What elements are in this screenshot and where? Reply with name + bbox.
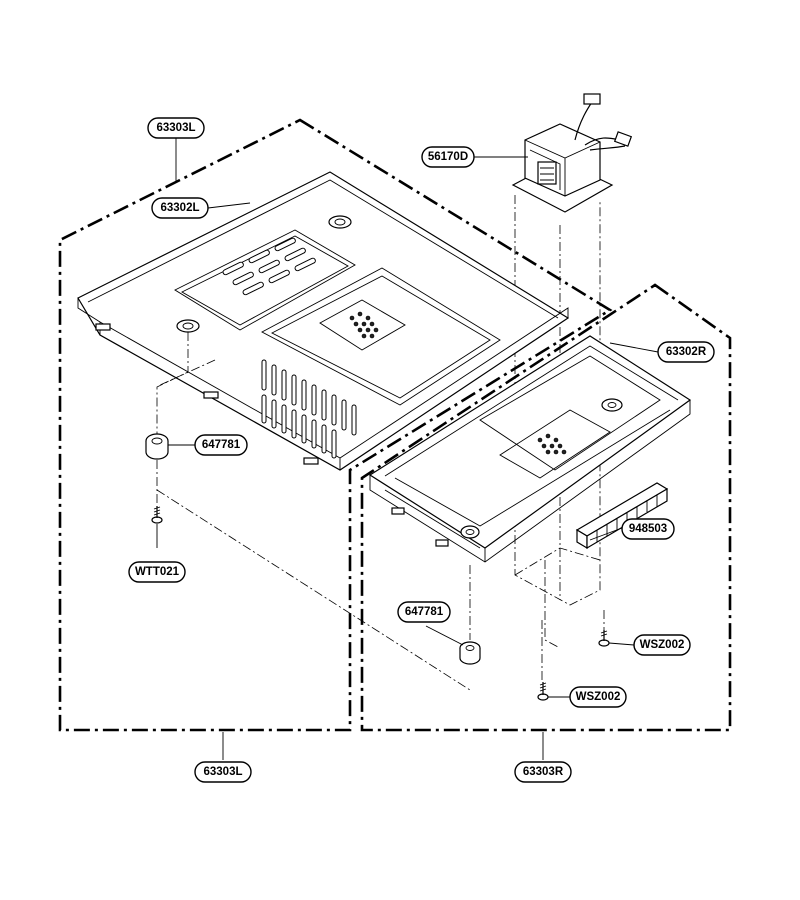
svg-text:56170D: 56170D — [428, 151, 468, 163]
transformer — [511, 93, 633, 213]
vent-holes-left — [349, 311, 379, 339]
louvers-rear — [222, 237, 316, 296]
svg-text:948503: 948503 — [629, 523, 667, 535]
screw-right-upper-part — [598, 630, 610, 647]
svg-text:63303L: 63303L — [203, 766, 242, 778]
base-plate-left — [77, 171, 570, 471]
frame-left-assembly — [58, 118, 613, 732]
svg-text:647781: 647781 — [405, 606, 444, 618]
screw-right-lower-part — [537, 682, 549, 701]
frame-right-assembly — [360, 283, 732, 732]
callout-63303r-bottom: 63303R — [514, 761, 572, 783]
callout-948503: 948503 — [621, 518, 675, 540]
svg-text:647781: 647781 — [202, 439, 241, 451]
svg-text:63303L: 63303L — [156, 122, 195, 134]
callout-wsz002-upper: WSZ002 — [633, 634, 691, 656]
callout-63302r: 63302R — [657, 341, 715, 363]
foot-left-part — [145, 433, 169, 460]
callout-647781-right: 647781 — [397, 601, 451, 623]
screw-left-part — [151, 506, 163, 524]
callout-wsz002-lower: WSZ002 — [569, 686, 627, 708]
callout-56170d: 56170D — [421, 146, 475, 168]
svg-text:WTT021: WTT021 — [135, 566, 180, 578]
callout-63303l-top: 63303L — [147, 117, 205, 139]
callout-63302l: 63302L — [151, 197, 209, 219]
callout-wtt021: WTT021 — [128, 561, 186, 583]
part-guide-lines — [156, 332, 471, 691]
svg-text:WSZ002: WSZ002 — [640, 639, 685, 651]
svg-text:63302R: 63302R — [666, 346, 707, 358]
louvers-side — [261, 359, 357, 459]
foot-right-part — [459, 641, 481, 665]
base-plate-right — [368, 335, 692, 563]
svg-text:63303R: 63303R — [523, 766, 564, 778]
svg-text:63302L: 63302L — [160, 202, 199, 214]
callout-647781-left: 647781 — [194, 434, 248, 456]
callout-63303l-bottom: 63303L — [194, 761, 252, 783]
leader-lines — [156, 138, 659, 760]
svg-text:WSZ002: WSZ002 — [576, 691, 621, 703]
vent-holes-right — [537, 433, 567, 455]
